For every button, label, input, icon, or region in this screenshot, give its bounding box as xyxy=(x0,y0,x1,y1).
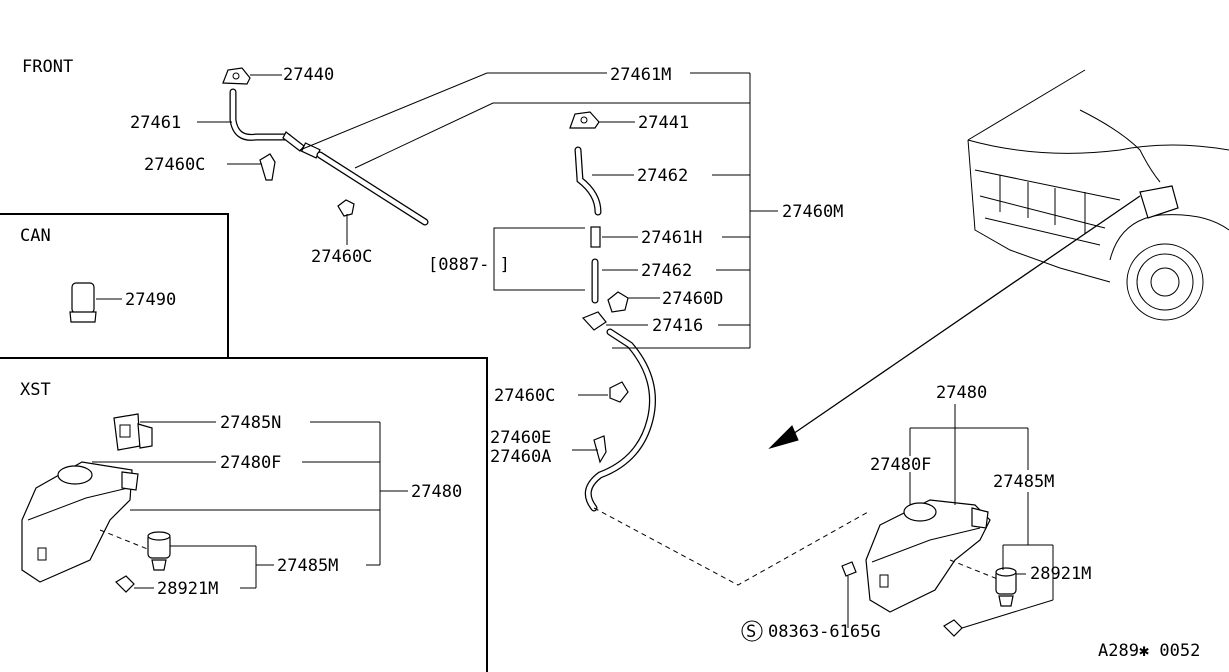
label-28921M-main: 28921M xyxy=(1030,564,1091,584)
label-27480F-main: 27480F xyxy=(870,455,931,475)
label-27485M-main: 27485M xyxy=(993,472,1054,492)
label-27490: 27490 xyxy=(125,290,176,310)
label-27460C-lower: 27460C xyxy=(311,247,372,267)
label-27460C-center: 27460C xyxy=(494,386,555,406)
label-27461: 27461 xyxy=(130,113,181,133)
section-front-title: FRONT xyxy=(22,57,73,77)
label-27460E: 27460E xyxy=(490,428,551,448)
label-27460M: 27460M xyxy=(782,202,843,222)
label-27460C-top: 27460C xyxy=(144,155,205,175)
front-leaders xyxy=(197,72,778,348)
front-left-nozzle-assembly xyxy=(222,67,429,226)
drawing-code: A289✱ 0052 xyxy=(1098,641,1200,661)
label-28921M-xst: 28921M xyxy=(157,579,218,599)
label-27480F-xst: 27480F xyxy=(220,453,281,473)
can-part-27490 xyxy=(69,282,122,323)
section-xst-title: XST xyxy=(20,380,51,400)
bolt-symbol-circle xyxy=(741,620,763,642)
label-27462-upper: 27462 xyxy=(637,166,688,186)
label-27485N: 27485N xyxy=(220,413,281,433)
main-leaders xyxy=(847,404,1054,629)
label-bolt-08363-6165G: 08363-6165G xyxy=(768,622,881,642)
center-leaders xyxy=(572,121,750,451)
label-date-range: [0887- ] xyxy=(428,255,510,275)
label-27480-main: 27480 xyxy=(936,383,987,403)
label-27461H: 27461H xyxy=(641,228,702,248)
label-27441: 27441 xyxy=(638,113,689,133)
center-hose-assembly xyxy=(569,111,656,512)
hose-to-tank-dashed xyxy=(593,507,869,586)
label-27460A: 27460A xyxy=(490,447,551,467)
vehicle-front-sketch xyxy=(967,69,1229,321)
bolt-symbol: S xyxy=(746,622,756,642)
section-frames xyxy=(0,213,488,672)
label-27461M: 27461M xyxy=(610,65,671,85)
location-arrow xyxy=(768,195,1141,450)
main-tank-assembly xyxy=(841,499,1017,637)
label-27460D: 27460D xyxy=(662,289,723,309)
label-27485M-xst: 27485M xyxy=(277,556,338,576)
label-27416: 27416 xyxy=(652,316,703,336)
xst-leaders xyxy=(92,421,408,589)
label-27462-lower: 27462 xyxy=(641,261,692,281)
section-can-title: CAN xyxy=(20,226,51,246)
label-27480-xst: 27480 xyxy=(411,482,462,502)
xst-tank-assembly xyxy=(21,413,171,593)
date-range-bracket xyxy=(493,227,585,291)
label-27440: 27440 xyxy=(283,65,334,85)
